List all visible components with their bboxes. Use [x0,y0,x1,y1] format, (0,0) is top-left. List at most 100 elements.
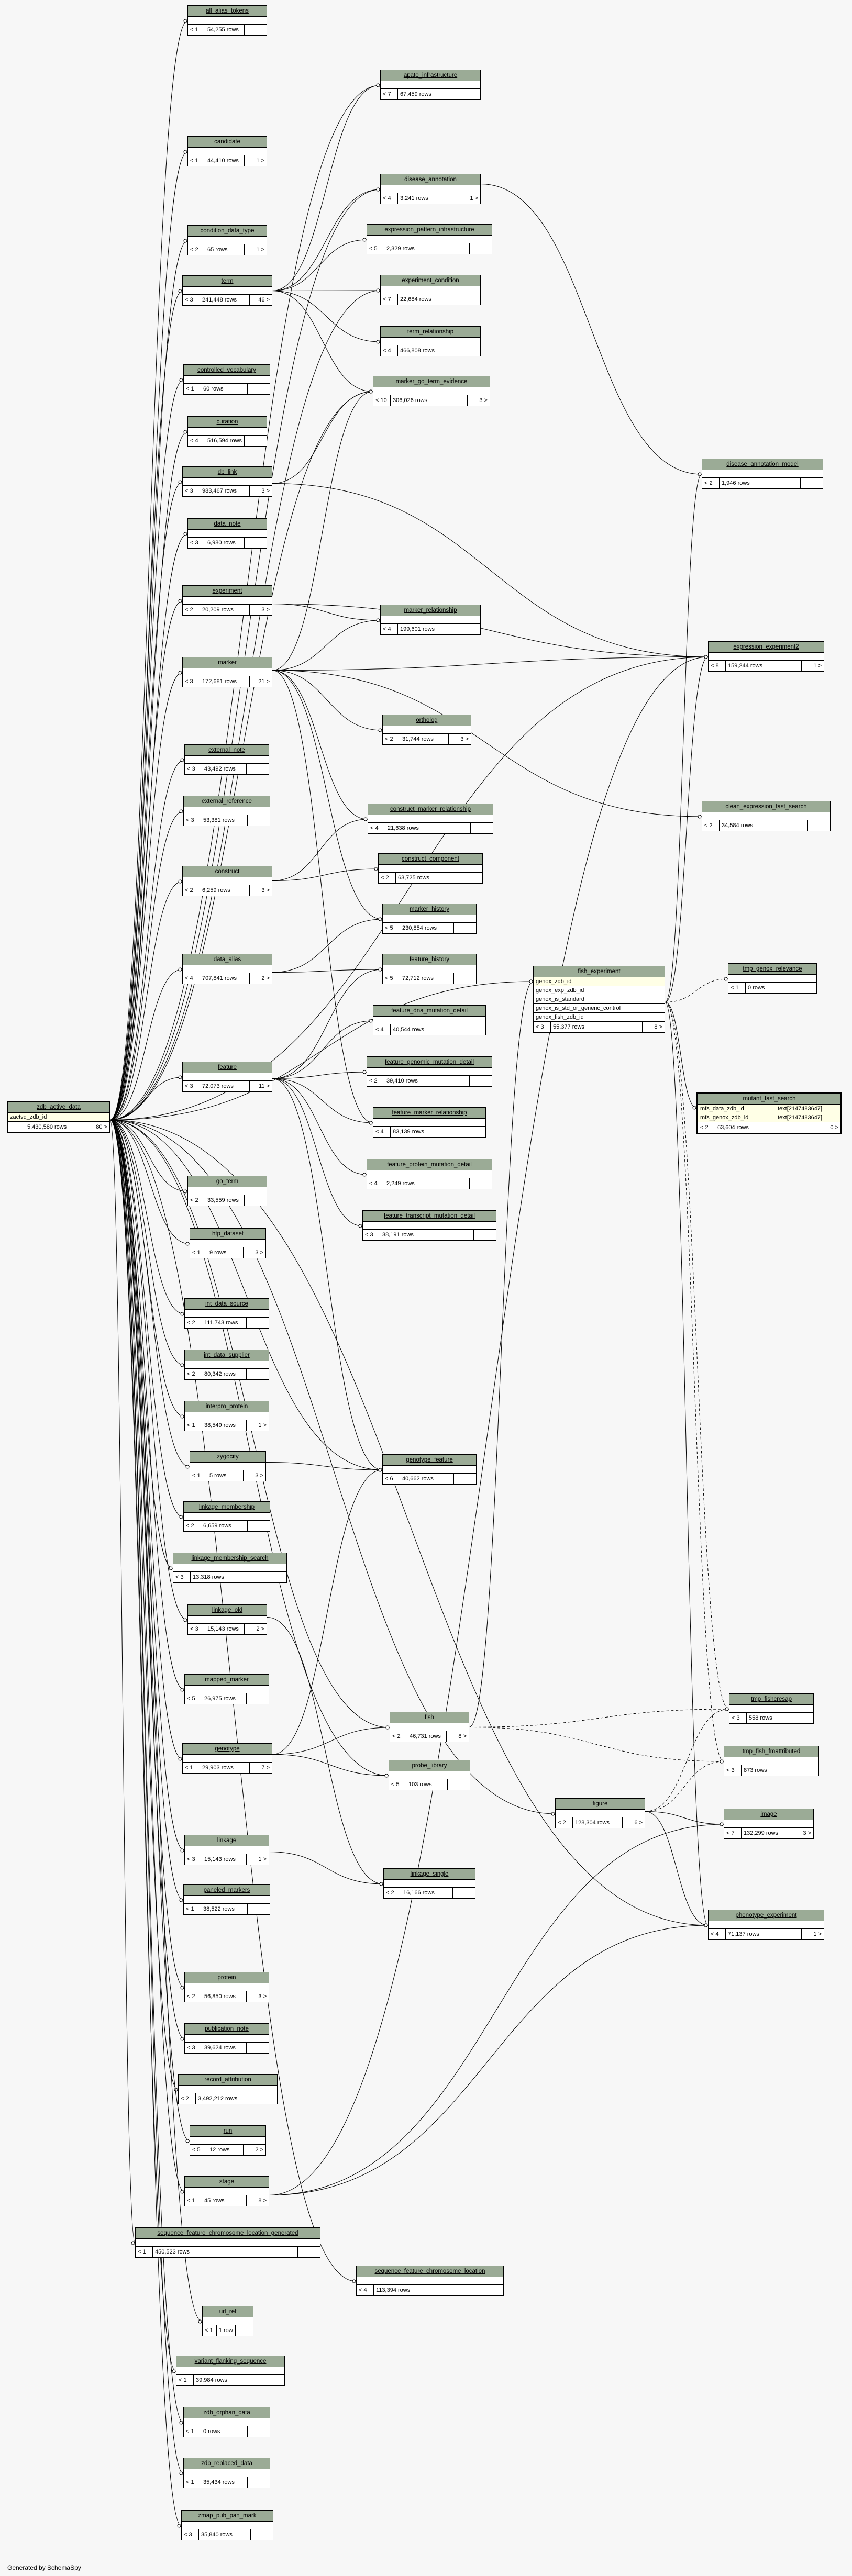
table-name[interactable]: mapped_marker [185,1675,269,1686]
table-name[interactable]: variant_flanking_sequence [176,2356,284,2367]
table-name[interactable]: linkage_old [188,1605,267,1616]
table-name[interactable]: external_note [185,745,269,756]
table-name[interactable]: protein [185,1972,269,1983]
table-name[interactable]: construct [183,866,272,877]
table-name[interactable]: disease_annotation [381,174,480,185]
table-name[interactable]: experiment [183,586,272,597]
table-name[interactable]: construct_marker_relationship [368,804,493,815]
table-name[interactable]: term [183,276,272,287]
table-name[interactable]: image [724,1809,813,1820]
table-name[interactable]: record_attribution [179,2075,277,2086]
table-name[interactable]: probe_library [389,1760,470,1771]
table-name[interactable]: candidate [188,137,267,148]
table-name[interactable]: htp_dataset [190,1229,265,1240]
table-sequence-feature-chromosome-location-generated[interactable]: sequence_feature_chromosome_location_gen… [135,2227,320,2258]
table-name[interactable]: experiment_condition [381,275,480,286]
table-name[interactable]: term_relationship [381,327,480,338]
table-name[interactable]: data_note [188,519,267,530]
table-name[interactable]: feature_marker_relationship [373,1108,485,1119]
table-name[interactable]: linkage_membership [184,1502,270,1513]
table-name[interactable]: stage [185,2177,269,2188]
table-name[interactable]: controlled_vocabulary [184,365,270,376]
table-name[interactable]: url_ref [203,2306,253,2317]
table-name[interactable]: marker_relationship [381,605,480,616]
table-name[interactable]: feature_genomic_mutation_detail [367,1057,492,1068]
table-name[interactable]: construct_component [379,854,482,865]
table-name[interactable]: clean_expression_fast_search [702,801,830,812]
table-name[interactable]: tmp_genox_relevance [728,964,816,975]
table-name[interactable]: linkage_single [384,1869,475,1880]
table-name[interactable]: marker_go_term_evidence [373,376,490,387]
table-name[interactable]: interpro_protein [185,1401,269,1412]
table-name[interactable]: feature_protein_mutation_detail [367,1159,492,1170]
table-name[interactable]: genotype [183,1744,272,1755]
table-name[interactable]: feature [183,1062,272,1073]
table-name[interactable]: linkage_membership_search [173,1553,286,1564]
table-name[interactable]: curation [188,417,267,428]
table-name[interactable]: fish_experiment [534,966,665,977]
table-name[interactable]: marker [183,657,272,668]
table-name[interactable]: apato_infrastructure [381,70,480,81]
table-name[interactable]: all_alias_tokens [188,6,267,17]
table-name[interactable]: feature_history [383,954,476,965]
table-name[interactable]: condition_data_type [188,226,267,237]
table-name[interactable]: genotype_feature [383,1455,476,1466]
table-name[interactable]: figure [556,1799,645,1810]
table-name[interactable]: tmp_fish_fmattributed [724,1746,818,1757]
table-name[interactable]: disease_annotation_model [702,459,823,470]
table-name[interactable]: ortholog [383,715,471,726]
